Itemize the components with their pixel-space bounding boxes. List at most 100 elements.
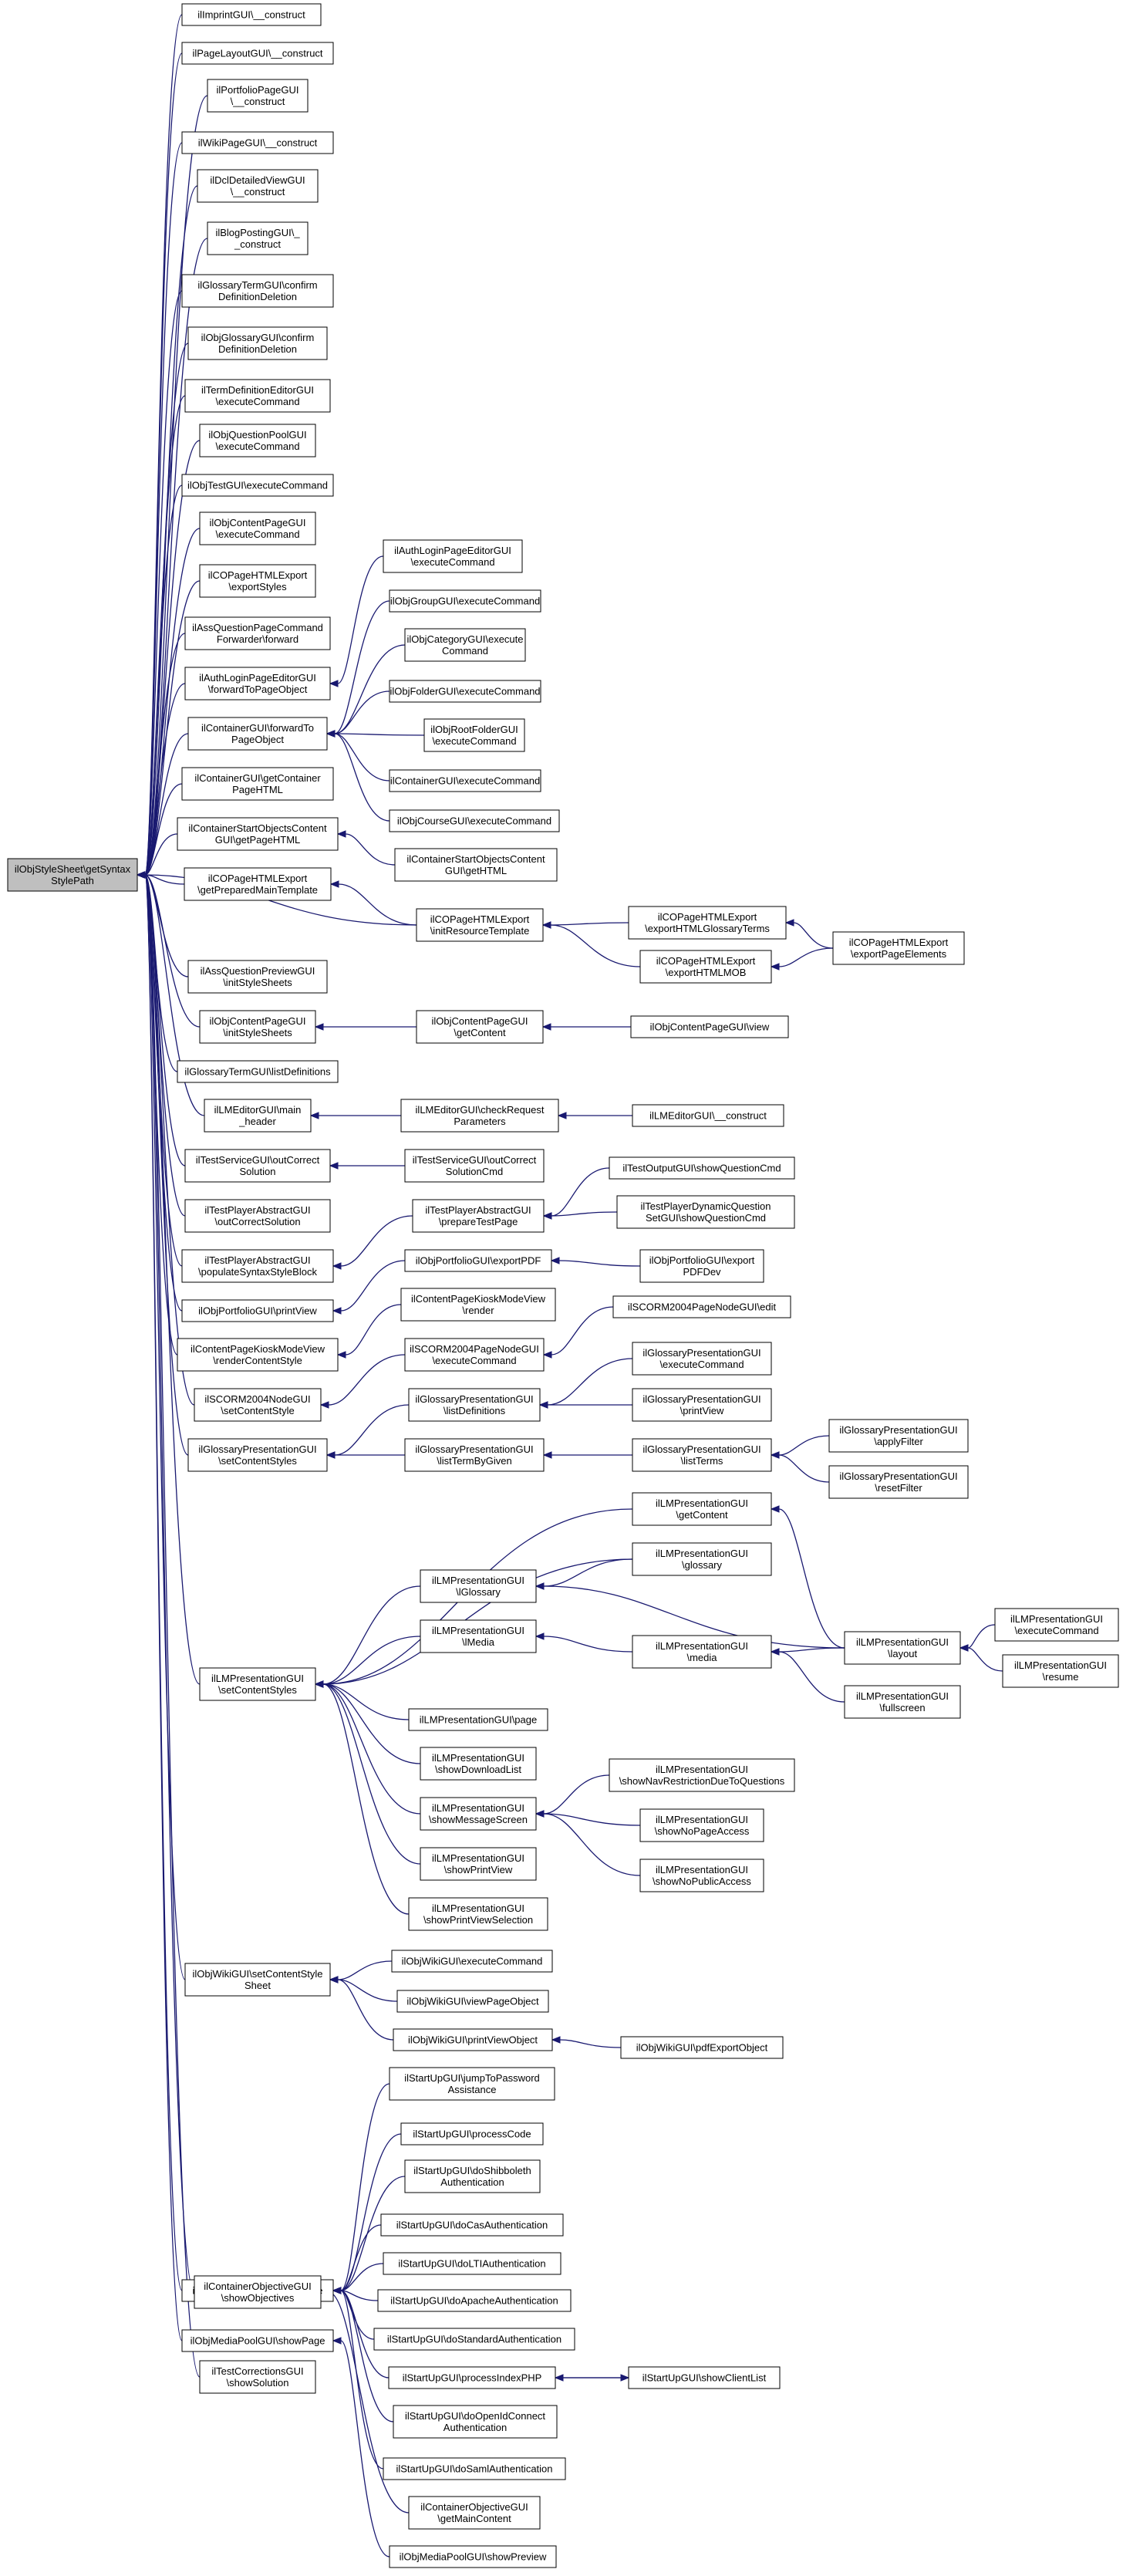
node-ilstartupgui-dostandardauthentication[interactable]: ilStartUpGUI\doStandardAuthentication: [373, 2328, 575, 2351]
node-ilcontainerobjectivegui-getmaincontent[interactable]: ilContainerObjectiveGUI\getMainContent: [408, 2496, 541, 2530]
node-ilobjmediapoolgui-showpage[interactable]: ilObjMediaPoolGUI\showPage: [181, 2329, 334, 2352]
node-ilobjmediapoolgui-showpreview[interactable]: ilObjMediaPoolGUI\showPreview: [389, 2545, 557, 2568]
node-ilobjwikigui-viewpageobject[interactable]: ilObjWikiGUI\viewPageObject: [396, 1990, 549, 2013]
node-ilglossarypresentationgui-printview[interactable]: ilGlossaryPresentationGUI\printView: [632, 1388, 772, 1422]
node-illmpresentationgui-glossary[interactable]: ilLMPresentationGUI\glossary: [632, 1542, 772, 1576]
node-ilobjcontentpagegui-executecommand[interactable]: ilObjContentPageGUI\executeCommand: [199, 511, 316, 545]
node-ilobjglossarygui-confirmdefinitiondeletion[interactable]: ilObjGlossaryGUI\confirmDefinitionDeleti…: [187, 326, 328, 360]
node-ilobjquestionpoolgui-executecommand[interactable]: ilObjQuestionPoolGUI\executeCommand: [199, 424, 316, 457]
node-ilcopagehtmlexport-initresourcetemplate[interactable]: ilCOPageHTMLExport\initResourceTemplate: [416, 908, 544, 942]
node-ilobjportfoliogui-exportpdf[interactable]: ilObjPortfolioGUI\exportPDF: [404, 1249, 552, 1272]
node-ilcontainergui-executecommand[interactable]: ilContainerGUI\executeCommand: [389, 769, 541, 792]
node-ilwikipagegui-construct[interactable]: ilWikiPageGUI\__construct: [181, 131, 334, 154]
node-ilobjcontentpagegui-view[interactable]: ilObjContentPageGUI\view: [630, 1015, 789, 1038]
node-ilobjcontentpagegui-initstylesheets[interactable]: ilObjContentPageGUI\initStyleSheets: [199, 1010, 316, 1044]
node-ilglossarypresentationgui-applyfilter[interactable]: ilGlossaryPresentationGUI\applyFilter: [828, 1419, 969, 1453]
node-ilcontentpagekioskmodeview-rendercontentstyle[interactable]: ilContentPageKioskModeView\renderContent…: [177, 1338, 339, 1372]
node-illmpresentationgui-showprintviewselection[interactable]: ilLMPresentationGUI\showPrintViewSelecti…: [408, 1897, 548, 1931]
node-ilobjcategorygui-executecommand[interactable]: ilObjCategoryGUI\executeCommand: [404, 628, 526, 662]
node-illmpresentationgui-resume[interactable]: ilLMPresentationGUI\resume: [1002, 1654, 1119, 1688]
node-ilobjwikigui-pdfexportobject[interactable]: ilObjWikiGUI\pdfExportObject: [620, 2036, 784, 2059]
node-iltermdefinitioneditorgui-executecommand[interactable]: ilTermDefinitionEditorGUI\executeCommand: [184, 379, 331, 413]
node-illmpresentationgui-layout[interactable]: ilLMPresentationGUI\layout: [844, 1631, 961, 1665]
node-ilglossarypresentationgui-listdefinitions[interactable]: ilGlossaryPresentationGUI\listDefinition…: [408, 1388, 541, 1422]
node-ilcontainerobjectivegui-showobjectives[interactable]: ilContainerObjectiveGUI\showObjectives: [194, 2275, 322, 2309]
node-illmpresentationgui-showprintview[interactable]: ilLMPresentationGUI\showPrintView: [420, 1847, 537, 1881]
node-ilglossarypresentationgui-listterms[interactable]: ilGlossaryPresentationGUI\listTerms: [632, 1438, 772, 1472]
node-ilcopagehtmlexport-exporthtmlglossaryterms[interactable]: ilCOPageHTMLExport\exportHTMLGlossaryTer…: [628, 906, 787, 940]
node-ilglossarypresentationgui-listtermbygiven[interactable]: ilGlossaryPresentationGUI\listTermByGive…: [404, 1438, 545, 1472]
node-ilobjcontentpagegui-getcontent[interactable]: ilObjContentPageGUI\getContent: [416, 1010, 544, 1044]
node-illmpresentationgui-page[interactable]: ilLMPresentationGUI\page: [408, 1708, 548, 1731]
node-iltestplayerabstractgui-populatesyntaxstyleblock[interactable]: ilTestPlayerAbstractGUI\populateSyntaxSt…: [181, 1249, 334, 1283]
node-ilassquestionpagecommandforwarder-forward[interactable]: ilAssQuestionPageCommandForwarder\forwar…: [184, 616, 331, 650]
node-ilobjwikigui-executecommand[interactable]: ilObjWikiGUI\executeCommand: [391, 1950, 553, 1973]
node-ildcldetailedviewgui-construct[interactable]: ilDclDetailedViewGUI\__construct: [197, 169, 319, 203]
node-ilcontentpagekioskmodeview-render[interactable]: ilContentPageKioskModeView\render: [400, 1288, 556, 1322]
node-ilstartupgui-doltiauthentication[interactable]: ilStartUpGUI\doLTIAuthentication: [383, 2252, 562, 2275]
node-ilstartupgui-processindexphp[interactable]: ilStartUpGUI\processIndexPHP: [388, 2366, 556, 2389]
node-ilglossarypresentationgui-resetfilter[interactable]: ilGlossaryPresentationGUI\resetFilter: [828, 1465, 969, 1499]
node-ilcopagehtmlexport-exportpageelements[interactable]: ilCOPageHTMLExport\exportPageElements: [832, 931, 965, 965]
node-ilstartupgui-doapacheauthentication[interactable]: ilStartUpGUI\doApacheAuthentication: [377, 2289, 572, 2312]
node-ilobjrootfoldergui-executecommand[interactable]: ilObjRootFolderGUI\executeCommand: [423, 718, 525, 752]
node-iltestplayerabstractgui-outcorrectsolution[interactable]: ilTestPlayerAbstractGUI\outCorrectSoluti…: [184, 1199, 331, 1233]
node-illmeditorgui-main-header[interactable]: ilLMEditorGUI\main_header: [204, 1099, 312, 1133]
node-ilauthloginpageeditorgui-executecommand[interactable]: ilAuthLoginPageEditorGUI\executeCommand: [383, 539, 523, 573]
node-ilstartupgui-showclientlist[interactable]: ilStartUpGUI\showClientList: [628, 2366, 781, 2389]
node-ilobjwikigui-printviewobject[interactable]: ilObjWikiGUI\printViewObject: [393, 2028, 553, 2051]
node-ilportfoliopagegui-construct[interactable]: ilPortfolioPageGUI\__construct: [207, 79, 309, 113]
node-ilpagelayoutgui-construct[interactable]: ilPageLayoutGUI\__construct: [181, 42, 334, 65]
node-ilauthloginpageeditorgui-forwardtopageobject[interactable]: ilAuthLoginPageEditorGUI\forwardToPageOb…: [184, 667, 331, 701]
node-ilglossarypresentationgui-setcontentstyles[interactable]: ilGlossaryPresentationGUI\setContentStyl…: [187, 1438, 328, 1472]
node-ilobjgroupgui-executecommand[interactable]: ilObjGroupGUI\executeCommand: [389, 589, 541, 613]
node-ilblogpostinggui-construct[interactable]: ilBlogPostingGUI\__construct: [207, 221, 309, 255]
node-ilscorm2004pagenodegui-executecommand[interactable]: ilSCORM2004PageNodeGUI\executeCommand: [404, 1338, 545, 1372]
node-ilcontainergui-forwardtopageobject[interactable]: ilContainerGUI\forwardToPageObject: [187, 717, 328, 751]
node-ilimprintgui-construct[interactable]: ilImprintGUI\__construct: [181, 3, 322, 26]
node-ilobjportfoliogui-printview[interactable]: ilObjPortfolioGUI\printView: [181, 1299, 334, 1322]
node-ilglossarytermgui-listdefinitions[interactable]: ilGlossaryTermGUI\listDefinitions: [177, 1060, 339, 1083]
node-ilobjtestgui-executecommand[interactable]: ilObjTestGUI\executeCommand: [181, 474, 334, 497]
node-ilstartupgui-dosamlauthentication[interactable]: ilStartUpGUI\doSamlAuthentication: [383, 2457, 566, 2480]
node-ilglossarypresentationgui-executecommand[interactable]: ilGlossaryPresentationGUI\executeCommand: [632, 1342, 772, 1376]
node-ilcopagehtmlexport-exporthtmlmob[interactable]: ilCOPageHTMLExport\exportHTMLMOB: [639, 950, 772, 984]
node-ilglossarytermgui-confirmdefinitiondeletion[interactable]: ilGlossaryTermGUI\confirmDefinitionDelet…: [181, 274, 334, 308]
node-illmpresentationgui-fullscreen[interactable]: ilLMPresentationGUI\fullscreen: [844, 1685, 961, 1719]
node-ilobjcoursegui-executecommand[interactable]: ilObjCourseGUI\executeCommand: [389, 809, 560, 832]
node-ilscorm2004pagenodegui-edit[interactable]: ilSCORM2004PageNodeGUI\edit: [612, 1295, 791, 1318]
node-illmpresentationgui-lglossary[interactable]: ilLMPresentationGUI\lGlossary: [420, 1569, 537, 1603]
node-ilstartupgui-doopenidconnectauthentication[interactable]: ilStartUpGUI\doOpenIdConnectAuthenticati…: [393, 2405, 558, 2439]
node-ilcopagehtmlexport-exportstyles[interactable]: ilCOPageHTMLExport\exportStyles: [199, 564, 316, 598]
node-iltestplayerdynamicquestionsetgui-showquestioncmd[interactable]: ilTestPlayerDynamicQuestionSetGUI\showQu…: [616, 1195, 795, 1229]
node-illmpresentationgui-lmedia[interactable]: ilLMPresentationGUI\lMedia: [420, 1619, 537, 1653]
node-illmpresentationgui-showdownloadlist[interactable]: ilLMPresentationGUI\showDownloadList: [420, 1747, 537, 1781]
node-ilscorm2004nodegui-setcontentstyle[interactable]: ilSCORM2004NodeGUI\setContentStyle: [194, 1388, 322, 1422]
node-ilobjfoldergui-executecommand[interactable]: ilObjFolderGUI\executeCommand: [389, 680, 541, 703]
node-illmeditorgui-construct[interactable]: ilLMEditorGUI\__construct: [632, 1104, 784, 1127]
node-illmpresentationgui-media[interactable]: ilLMPresentationGUI\media: [632, 1635, 772, 1669]
node-ilstartupgui-processcode[interactable]: ilStartUpGUI\processCode: [400, 2122, 544, 2146]
node-ilassquestionpreviewgui-initstylesheets[interactable]: ilAssQuestionPreviewGUI\initStyleSheets: [187, 960, 328, 994]
node-iltestoutputgui-showquestioncmd[interactable]: ilTestOutputGUI\showQuestionCmd: [609, 1156, 795, 1180]
node-illmpresentationgui-getcontent[interactable]: ilLMPresentationGUI\getContent: [632, 1492, 772, 1526]
node-ilcontainerstartobjectscontentgui-getpagehtml[interactable]: ilContainerStartObjectsContentGUI\getPag…: [177, 817, 339, 851]
node-illmpresentationgui-showmessagescreen[interactable]: ilLMPresentationGUI\showMessageScreen: [420, 1797, 537, 1831]
node-illmpresentationgui-shownopublicaccess[interactable]: ilLMPresentationGUI\showNoPublicAccess: [639, 1859, 764, 1892]
node-iltestservicegui-outcorrectsolution[interactable]: ilTestServiceGUI\outCorrectSolution: [184, 1149, 331, 1183]
node-ilstartupgui-docasauthentication[interactable]: ilStartUpGUI\doCasAuthentication: [380, 2213, 564, 2237]
node-ilcontainerstartobjectscontentgui-gethtml[interactable]: ilContainerStartObjectsContentGUI\getHTM…: [394, 848, 558, 882]
node-illmpresentationgui-shownopageaccess[interactable]: ilLMPresentationGUI\showNoPageAccess: [639, 1808, 764, 1842]
node-iltestplayerabstractgui-preparetestpage[interactable]: ilTestPlayerAbstractGUI\prepareTestPage: [412, 1199, 545, 1233]
node-illmpresentationgui-setcontentstyles[interactable]: ilLMPresentationGUI\setContentStyles: [199, 1667, 316, 1701]
node-illmpresentationgui-executecommand[interactable]: ilLMPresentationGUI\executeCommand: [994, 1608, 1119, 1642]
node-iltestcorrectionsgui-showsolution[interactable]: ilTestCorrectionsGUI\showSolution: [199, 2360, 316, 2394]
